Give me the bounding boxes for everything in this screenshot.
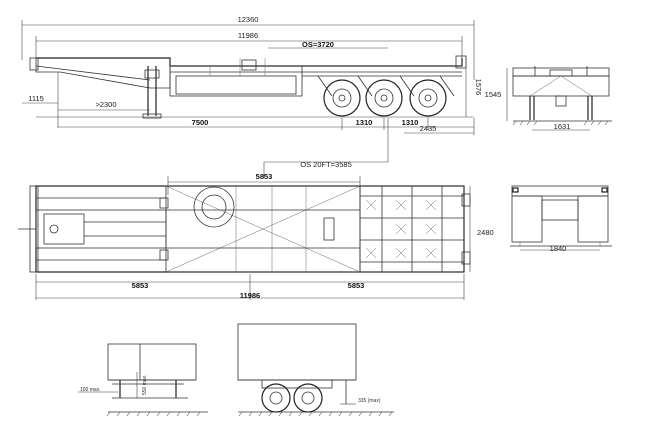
rear-view: 1840 [510,185,612,253]
label-100: 100 max. [80,387,101,393]
dim-axle-spacing-1: 1310 [356,118,373,127]
dim-landing-gear: >2300 [95,100,116,109]
dim-container-top: 5853 [256,172,273,181]
dim-height: 1576 [474,79,483,96]
dim-plan-overall-length: 11986 [240,291,260,300]
dim-axle-spacing-2: 1310 [402,118,419,127]
dim-frame-length: 11986 [238,31,258,40]
dim-track: 1631 [554,122,571,131]
front-view: 1545 1631 [485,66,612,131]
dim-front-height: 1545 [485,90,502,99]
dim-kingpin-axle: 7500 [192,118,209,127]
dim-rear-width: 1840 [550,244,567,253]
label-335: 335 (max) [358,398,381,404]
dim-container-left: 5853 [132,281,149,290]
dim-container-right: 5853 [348,281,365,290]
dim-rear-overhang: 2435 [420,124,437,133]
detail-axles: 335 (max) [237,323,394,417]
plan-view: 5853 [18,172,494,300]
dim-overall-width: 2480 [477,228,494,237]
dim-front-overhang: 1115 [28,94,44,103]
dim-overall-length: 12360 [238,15,259,24]
side-view: 12360 11986 OS=3720 [21,15,483,135]
label-550: 550 max. [142,374,148,395]
dim-os-20ft: OS 20FT=3585 [300,160,352,169]
detail-landing-gear: 550 max. 100 max. [78,343,208,417]
dim-os-3720: OS=3720 [302,40,334,49]
os-20ft-leader: OS 20FT=3585 [263,118,389,178]
